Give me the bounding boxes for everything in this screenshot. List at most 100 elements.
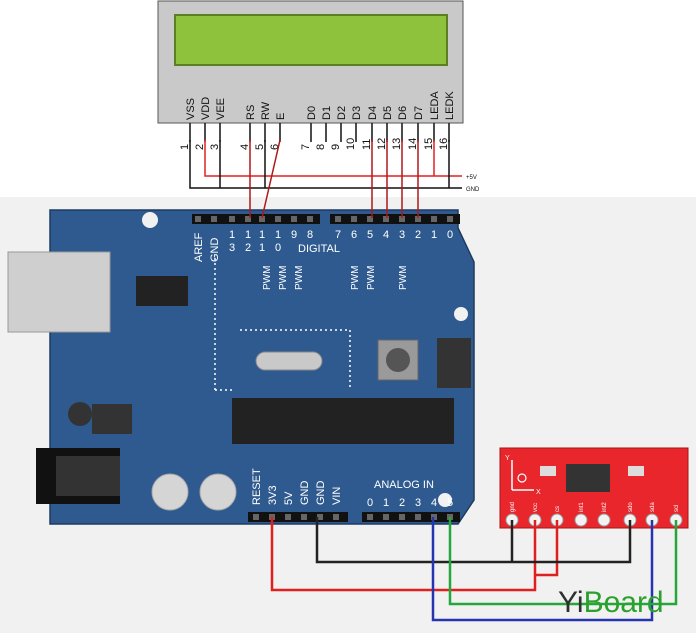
pwm-label: PWM	[262, 266, 273, 290]
header-pin	[333, 514, 339, 520]
pwm-label: PWM	[398, 266, 409, 290]
lcd-screen	[174, 14, 448, 66]
lcd-pin-label: D0	[306, 106, 318, 120]
wire-3v3-red-cs	[535, 520, 559, 577]
header-pin	[335, 216, 341, 222]
header-label: 6	[351, 229, 357, 241]
header-label: GND	[209, 238, 221, 263]
axis-glyph: Y X	[505, 455, 541, 496]
sensor-pin-label: int1	[579, 502, 585, 512]
power-pin-label: 3V3	[267, 485, 279, 505]
lcd-pin-number: 7	[300, 144, 312, 150]
lcd-pin-label: E	[275, 113, 287, 120]
lcd-pin-number: 8	[315, 144, 327, 150]
header-label: 2	[415, 229, 421, 241]
sensor-pin-pad	[597, 513, 611, 527]
lcd-pin-number: 3	[209, 144, 221, 150]
lcd-pin-number: 9	[330, 144, 342, 150]
header-pin	[301, 514, 307, 520]
power-pin-label: 5V	[283, 491, 295, 505]
header-label: 1	[275, 229, 281, 241]
mounting-hole	[454, 307, 468, 321]
power-pin-label: VIN	[331, 487, 343, 505]
header-label: 2	[245, 242, 251, 254]
lcd-pin-label: D4	[367, 106, 379, 120]
power-pin-label: GND	[299, 481, 311, 506]
header-label: 1	[259, 242, 265, 254]
lcd-pin-label: RS	[245, 105, 257, 120]
power-pin-label: RESET	[251, 468, 263, 505]
header-pin	[229, 216, 235, 222]
wire-e	[261, 139, 281, 219]
header-label: 3	[229, 242, 235, 254]
header-pin	[211, 216, 217, 222]
lcd-pin-number: 6	[269, 144, 281, 150]
capacitor	[199, 473, 237, 511]
wire-gnd-black	[315, 517, 632, 564]
lcd-pin-number: 2	[194, 144, 206, 150]
header-pin	[351, 216, 357, 222]
rail-plus-label: +5V	[466, 175, 477, 181]
lcd-pin-label: RW	[260, 101, 272, 120]
header-pin	[307, 216, 313, 222]
digital-header	[192, 214, 460, 224]
digital-label: DIGITAL	[298, 243, 340, 255]
lcd-pin-number: 10	[345, 138, 357, 150]
lcd-pin-label: VEE	[215, 98, 227, 120]
crystal	[255, 351, 323, 371]
wire-a5-green	[448, 517, 678, 606]
lcd-pin-label: LEDK	[444, 91, 456, 120]
rail-gnd-label: GND	[466, 187, 480, 193]
header-pin	[367, 216, 373, 222]
sensor-pin-label: vcc	[533, 503, 539, 512]
pwm-label: PWM	[350, 266, 361, 290]
voltage-regulator	[92, 404, 132, 434]
header-label: 5	[367, 229, 373, 241]
atmega-chip	[232, 398, 454, 444]
wire-lcd-plus	[204, 140, 462, 177]
header-label: 7	[335, 229, 341, 241]
header-label: AREF	[193, 232, 205, 262]
header-pin	[399, 216, 405, 222]
pwm-label: PWM	[366, 266, 377, 290]
header-label: 1	[431, 229, 437, 241]
header-label: 8	[307, 229, 313, 241]
header-pin	[275, 216, 281, 222]
analog-pin-label: 1	[383, 497, 389, 509]
header-pin	[431, 216, 437, 222]
header-label: 0	[447, 229, 453, 241]
analog-pin-label: 0	[367, 497, 373, 509]
lcd-pin-number: 5	[254, 144, 266, 150]
header-label: 1	[259, 229, 265, 241]
mounting-hole	[438, 493, 452, 507]
header-pin	[253, 514, 259, 520]
header-pin	[367, 514, 373, 520]
header-pin	[447, 216, 453, 222]
capacitor	[151, 473, 189, 511]
header-pin	[415, 514, 421, 520]
lcd-pin-number: 4	[239, 144, 251, 150]
svg-text:Y: Y	[505, 455, 510, 462]
pwm-label: PWM	[278, 266, 289, 290]
lcd-pin-label: D2	[336, 106, 348, 120]
icsp-header	[437, 338, 471, 388]
lcd-pin-number: 13	[391, 138, 403, 150]
usb-chip	[136, 276, 188, 306]
reset-button	[377, 339, 419, 381]
svg-text:X: X	[536, 489, 541, 496]
lcd-pin-number: 11	[361, 139, 373, 150]
usb-jack	[7, 251, 111, 333]
lcd-pin-number: 16	[438, 138, 450, 150]
pwm-label: PWM	[294, 266, 305, 290]
lcd-pin-number: 1	[179, 144, 191, 150]
analog-pin-label: 4	[431, 497, 437, 509]
analog-label: ANALOG IN	[374, 479, 434, 491]
lcd-pin-label: D5	[382, 106, 394, 120]
sensor-pin-pad	[574, 513, 588, 527]
